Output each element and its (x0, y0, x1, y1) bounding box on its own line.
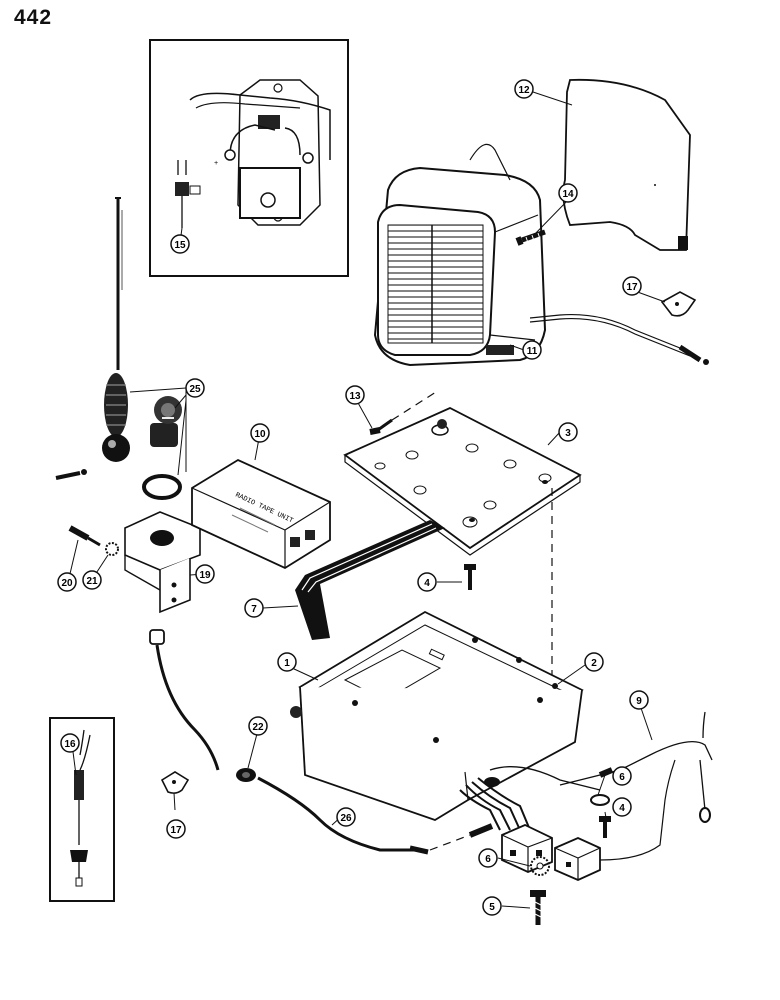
callout-17-top: 17 (622, 276, 642, 296)
callout-26: 26 (336, 807, 356, 827)
callout-5: 5 (482, 896, 502, 916)
callout-17-lower: 17 (166, 819, 186, 839)
speaker-cover (562, 78, 691, 251)
callout-6-lower: 6 (478, 848, 498, 868)
lead-wire-9 (559, 711, 713, 823)
connector-plugs (501, 759, 676, 881)
screw-13 (369, 391, 437, 435)
mounting-plate (343, 407, 582, 556)
callout-label: 15 (174, 240, 186, 251)
callout-15: 15 (170, 234, 190, 254)
callout-label: 11 (527, 346, 538, 357)
callout-11: 11 (522, 340, 542, 360)
callout-9: 9 (629, 690, 649, 710)
callout-label: 26 (340, 813, 352, 824)
svg-text:+: + (214, 160, 218, 168)
callout-label: 2 (591, 658, 597, 669)
callout-22: 22 (248, 716, 268, 736)
callout-label: 25 (189, 384, 201, 395)
callout-label: 6 (485, 854, 491, 865)
clip-17-top (660, 291, 697, 317)
callout-14: 14 (558, 183, 578, 203)
fuse-detail-inset (49, 717, 115, 902)
radio-box (290, 610, 601, 831)
antenna-assembly (55, 197, 187, 500)
page-number: 442 (14, 6, 53, 29)
callout-2: 2 (584, 652, 604, 672)
speaker-housing (373, 143, 709, 367)
antenna-bracket (68, 511, 201, 614)
callout-1: 1 (277, 652, 297, 672)
callout-label: 14 (562, 189, 574, 200)
callout-13: 13 (345, 385, 365, 405)
callout-label: 10 (254, 429, 266, 440)
callout-label: 9 (636, 696, 642, 707)
callout-4-upper: 4 (417, 572, 437, 592)
callout-label: 21 (86, 576, 98, 587)
callout-6-upper: 6 (612, 766, 632, 786)
callout-10: 10 (250, 423, 270, 443)
callout-4-lower: 4 (612, 797, 632, 817)
callout-label: 1 (284, 658, 290, 669)
gasket-strip (295, 520, 445, 640)
callout-label: 16 (64, 739, 76, 750)
callout-label: 13 (349, 391, 361, 402)
callout-label: 22 (252, 722, 264, 733)
callout-25: 25 (185, 378, 205, 398)
callout-label: 3 (565, 428, 571, 439)
antenna-cable (149, 629, 494, 855)
callout-label: 6 (619, 772, 625, 783)
callout-label: 4 (619, 803, 625, 814)
radio-unit: RADIO TAPE UNIT (191, 458, 331, 570)
callout-label: 19 (199, 570, 211, 581)
callout-21: 21 (82, 570, 102, 590)
callout-16: 16 (60, 733, 80, 753)
callout-label: 17 (170, 825, 182, 836)
callout-label: 17 (626, 282, 638, 293)
hardware-lower (530, 794, 611, 925)
callout-3: 3 (558, 422, 578, 442)
callout-19: 19 (195, 564, 215, 584)
callout-7: 7 (244, 598, 264, 618)
callout-label: 7 (251, 604, 257, 615)
clip-17-lower (160, 771, 190, 794)
callout-label: 4 (424, 578, 430, 589)
callout-label: 12 (518, 85, 530, 96)
callout-label: 5 (489, 902, 495, 913)
callout-12: 12 (514, 79, 534, 99)
callout-20: 20 (57, 572, 77, 592)
callout-label: 20 (61, 578, 73, 589)
bolt-4-upper (464, 564, 476, 590)
